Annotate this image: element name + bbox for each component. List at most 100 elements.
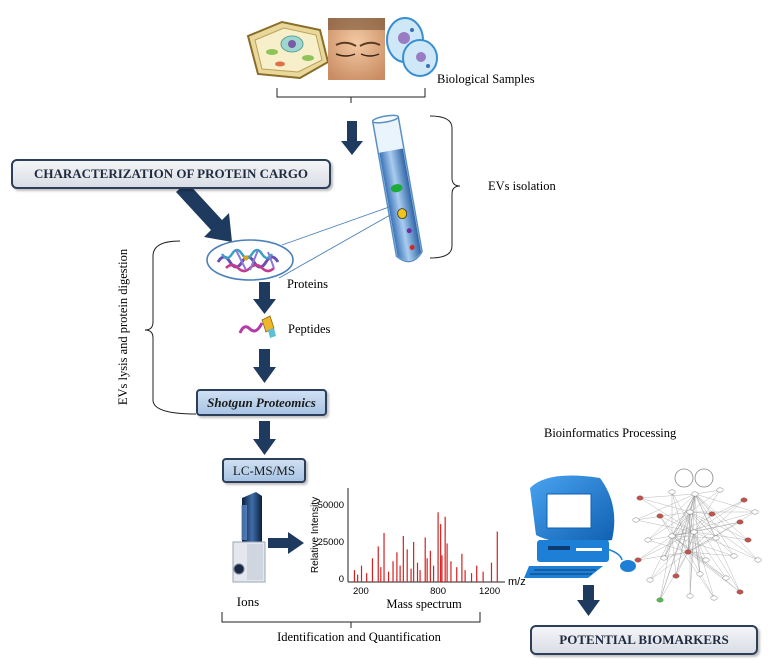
- network-edge: [694, 493, 756, 513]
- characterization-box: CHARACTERIZATION OF PROTEIN CARGO: [11, 159, 331, 189]
- arrow-bioinformatics-to-biomarkers: [577, 585, 600, 616]
- network-edge: [689, 511, 735, 557]
- animal-cell-icon: [386, 17, 438, 77]
- network-edge: [639, 497, 691, 513]
- network-edge: [635, 493, 696, 521]
- network-node: [716, 487, 724, 493]
- network-node: [646, 577, 654, 583]
- zoom-line-top: [281, 205, 393, 246]
- network-edge: [671, 535, 707, 561]
- network-node: [686, 593, 694, 599]
- evs-isolation-bracket: [429, 115, 461, 259]
- network-node: [740, 497, 748, 503]
- network-edge: [647, 511, 691, 541]
- network-edge: [693, 531, 715, 599]
- bioinformatics-label: Bioinformatics Processing: [544, 426, 677, 440]
- network-edge: [663, 535, 673, 559]
- evs-isolation-label: EVs isolation: [488, 179, 556, 193]
- network-edge: [671, 491, 695, 533]
- network-node: [684, 549, 692, 555]
- network-edge: [687, 551, 735, 557]
- network-edge: [694, 493, 713, 515]
- network-edge: [649, 551, 689, 581]
- arrow-shotgun-to-lcms: [253, 421, 276, 455]
- zoom-line-bottom: [278, 213, 393, 279]
- network-node: [632, 517, 640, 523]
- network-edge: [694, 493, 749, 541]
- network-edge: [693, 531, 749, 541]
- network-edge: [659, 535, 673, 601]
- protein-structure-icon: [206, 239, 294, 281]
- network-edge: [635, 519, 695, 533]
- network-edge: [637, 535, 673, 561]
- network-edge: [694, 493, 759, 561]
- network-edge: [687, 493, 696, 553]
- network-edge: [689, 511, 701, 575]
- network-node: [672, 573, 680, 579]
- peptides-label: Peptides: [288, 322, 330, 336]
- computer-icon: [524, 475, 636, 578]
- network-edge: [687, 537, 717, 553]
- network-edge: [693, 531, 727, 579]
- network-node: [751, 509, 759, 515]
- network-node: [668, 489, 676, 495]
- network-edge: [647, 535, 673, 541]
- network-node: [686, 509, 694, 515]
- network-edge: [689, 493, 696, 597]
- network-node: [696, 571, 704, 577]
- peptides-icon: [238, 315, 276, 338]
- network-node: [656, 597, 664, 603]
- network-edge: [647, 493, 696, 541]
- lysis-bracket: [144, 240, 197, 415]
- network-edge: [687, 511, 756, 553]
- network-edge: [649, 531, 695, 581]
- network-edge: [639, 493, 696, 499]
- spectrum-title: Mass spectrum: [386, 597, 462, 611]
- network-edge: [687, 551, 741, 593]
- shotgun-proteomics-box: Shotgun Proteomics: [196, 389, 327, 416]
- network-node: [708, 511, 716, 517]
- identification-label: Identification and Quantification: [277, 630, 442, 644]
- network-node: [668, 533, 676, 539]
- network-node: [660, 555, 668, 561]
- network-edge: [693, 531, 701, 575]
- network-edge: [693, 489, 721, 533]
- network-edge: [671, 535, 715, 599]
- network-edge: [671, 511, 691, 537]
- network-node: [736, 519, 744, 525]
- spectrum-x-label: m/z: [508, 576, 526, 588]
- evs-lysis-label: EVs lysis and protein digestion: [116, 248, 130, 405]
- mass-spectrometer-icon: [232, 492, 266, 583]
- spectrum-y-tick: 0: [339, 574, 344, 585]
- network-edge: [671, 493, 696, 537]
- network-node: [744, 537, 752, 543]
- spectrum-y-tick: 50000: [318, 500, 344, 511]
- network-edge: [694, 489, 721, 495]
- network-node: [712, 535, 720, 541]
- network-node: [736, 589, 744, 595]
- network-edge: [659, 515, 695, 533]
- spectrum-y-tick: 25000: [318, 537, 344, 548]
- biological-samples-label: Biological Samples: [437, 72, 535, 86]
- spectrum-x-tick: 1200: [479, 586, 500, 597]
- network-node: [710, 595, 718, 601]
- proteins-label: Proteins: [287, 277, 328, 291]
- arrow-instrument-to-spectrum: [268, 532, 304, 554]
- network-edge: [689, 511, 741, 593]
- network-edge: [694, 493, 741, 593]
- network-edge: [694, 493, 735, 557]
- network-edge: [671, 491, 689, 553]
- spectrum-y-label: Relative Intensity: [310, 497, 321, 573]
- potential-biomarkers-box: POTENTIAL BIOMARKERS: [530, 625, 758, 655]
- network-edge: [675, 551, 689, 577]
- test-tube-icon: [371, 114, 423, 263]
- network-node: [691, 491, 699, 497]
- arrow-proteins-to-peptides: [253, 282, 276, 314]
- network-edge: [693, 513, 713, 533]
- network-edge: [671, 535, 735, 557]
- network-edge: [659, 515, 673, 537]
- network-edge: [693, 531, 759, 561]
- network-edge: [663, 493, 696, 559]
- network-edge: [671, 535, 727, 579]
